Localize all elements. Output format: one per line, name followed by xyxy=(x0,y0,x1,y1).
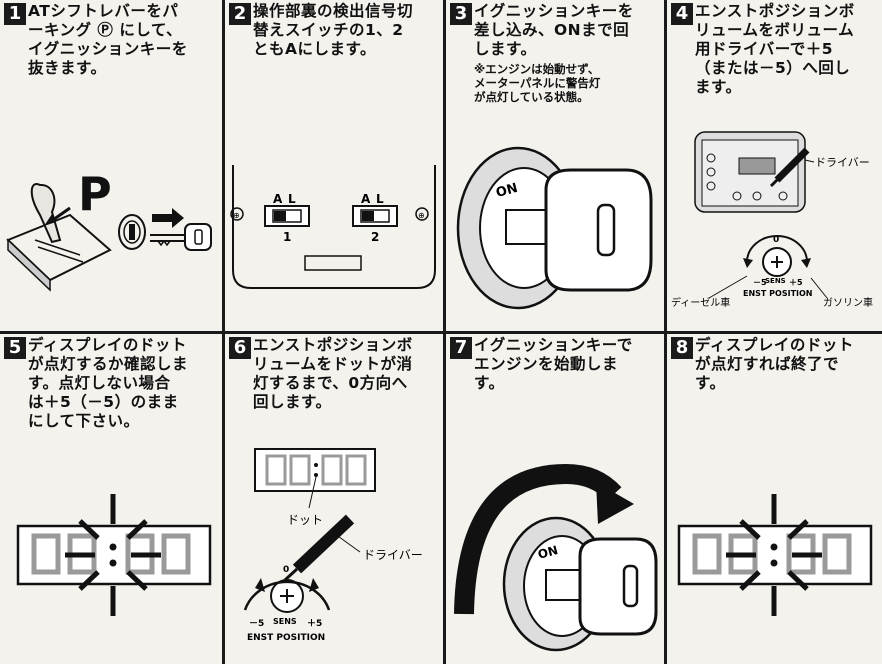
vertical-divider-3 xyxy=(664,0,667,664)
step-number: 2 xyxy=(229,3,251,25)
shift-lever-illustration: P xyxy=(6,167,212,292)
step-text: ATシフトレバーをパ ーキング Ⓟ にして、 イグニッションキーを 抜きます。 xyxy=(28,2,188,77)
step-number: 6 xyxy=(229,337,251,359)
step-8-panel: 8 ディスプレイのドット が点灯すれば終了で す。 xyxy=(667,334,882,664)
driver-label: ドライバー xyxy=(363,548,423,562)
step-text: ディスプレイのドット が点灯すれば終了で す。 xyxy=(695,336,854,392)
step-text: イグニッションキーで エンジンを始動しま す。 xyxy=(474,336,633,392)
step-4-panel: 4 エンストポジションボ リュームをボリューム 用ドライバーで＋5 （または－5… xyxy=(667,0,882,331)
diesel-label: ディーゼル車 xyxy=(671,296,730,309)
step-2-panel: 2 操作部裏の検出信号切 替えスイッチの1、2 ともAにします。 ⊕ ⊕ A L… xyxy=(225,0,443,331)
switch-2-number: 2 xyxy=(371,230,379,244)
step-number: 7 xyxy=(450,337,472,359)
step-5-panel: 5 ディスプレイのドット が点灯するか確認しま す。点灯しない場合 は＋5（－5… xyxy=(0,334,222,664)
ignition-key-on-illustration: ON xyxy=(456,146,653,310)
switch-2-label-l: L xyxy=(376,192,384,206)
volume-adjust-illustration: ドライバー 0 －5 SENS ＋5 ENST POSITION ディーゼル車 … xyxy=(671,131,873,309)
enst-position-label: ENST POSITION xyxy=(743,289,813,298)
step-number: 1 xyxy=(4,3,26,25)
dial-plus5: ＋5 xyxy=(307,618,322,629)
dial-sens: SENS xyxy=(273,617,297,626)
step-6-panel: 6 エンストポジションボ リュームをドットが消 灯するまで、0方向へ 回します。… xyxy=(225,334,443,664)
dot-label: ドット xyxy=(287,513,323,527)
step-number: 3 xyxy=(450,3,472,25)
step-number: 8 xyxy=(671,337,693,359)
dial-minus5: －5 xyxy=(753,278,767,287)
dial-zero: 0 xyxy=(283,565,289,575)
step-text: 操作部裏の検出信号切 替えスイッチの1、2 ともAにします。 xyxy=(253,2,414,58)
switch-2-label-a: A xyxy=(361,192,371,206)
svg-text:⊕: ⊕ xyxy=(233,211,240,220)
display-dot-final-illustration xyxy=(677,494,873,616)
switch-1-label-l: L xyxy=(288,192,296,206)
horizontal-divider xyxy=(0,331,882,334)
step-text: イグニッションキーを 差し込み、ONまで回 します。 xyxy=(474,2,634,58)
engine-start-illustration: ON xyxy=(454,463,658,652)
vertical-divider-1 xyxy=(222,0,225,664)
dial-plus5: ＋5 xyxy=(789,278,803,287)
step-number: 4 xyxy=(671,3,693,25)
step-text: エンストポジションボ リュームをボリューム 用ドライバーで＋5 （または－5）へ… xyxy=(695,2,855,96)
switch-1-label-a: A xyxy=(273,192,283,206)
step-text: エンストポジションボ リュームをドットが消 灯するまで、0方向へ 回します。 xyxy=(253,336,413,411)
step-number: 5 xyxy=(4,337,26,359)
step-7-panel: 7 イグニッションキーで エンジンを始動しま す。 ON xyxy=(446,334,664,664)
dial-minus5: －5 xyxy=(249,619,264,629)
dial-return-illustration: ドット ドライバー 0 －5 SENS ＋5 ENST POSITION xyxy=(243,448,423,643)
vertical-divider-2 xyxy=(443,0,446,664)
on-marking: ON xyxy=(494,181,519,201)
display-dot-lit-illustration xyxy=(16,494,212,616)
step-3-panel: 3 イグニッションキーを 差し込み、ONまで回 します。 ※エンジンは始動せず、… xyxy=(446,0,664,331)
gasoline-label: ガソリン車 xyxy=(823,296,873,309)
dial-zero: 0 xyxy=(773,235,779,245)
svg-text:⊕: ⊕ xyxy=(418,211,425,220)
step-note: ※エンジンは始動せず、 メーターパネルに警告灯 が点灯している状態。 xyxy=(474,62,601,104)
step-text: ディスプレイのドット が点灯するか確認しま す。点灯しない場合 は＋5（－5）の… xyxy=(28,336,189,430)
driver-label: ドライバー xyxy=(815,156,870,169)
park-letter: P xyxy=(78,167,112,221)
switch-panel-illustration: ⊕ ⊕ A L 1 A L 2 xyxy=(230,165,436,289)
enst-position-label: ENST POSITION xyxy=(247,633,325,643)
dial-sens: SENS xyxy=(765,277,786,285)
switch-1-number: 1 xyxy=(283,230,291,244)
on-marking: ON xyxy=(536,543,559,562)
step-1-panel: 1 ATシフトレバーをパ ーキング Ⓟ にして、 イグニッションキーを 抜きます… xyxy=(0,0,222,331)
